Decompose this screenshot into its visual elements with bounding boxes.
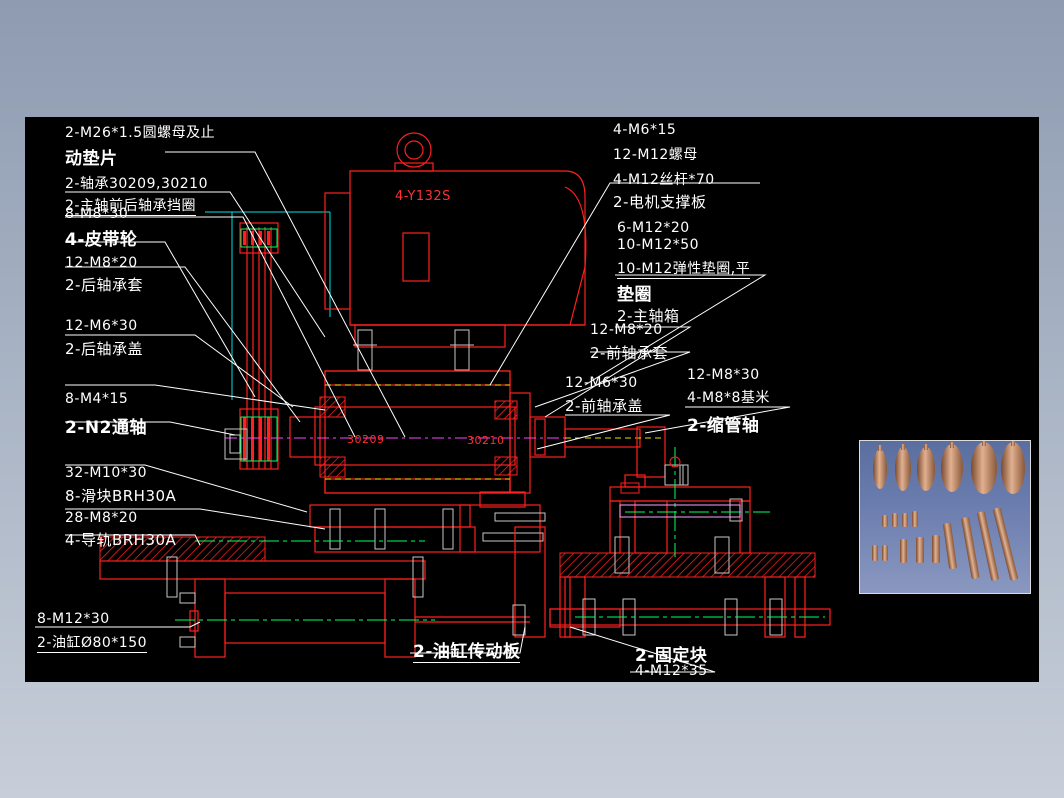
label-fixed-block: 2-固定块 — [635, 646, 708, 666]
label-round-nut: 2-M26*1.5圆螺母及止 — [65, 125, 216, 141]
right-fixture — [549, 426, 831, 638]
bearing-left-label: 30209 — [347, 433, 385, 446]
label-m12-screw: 4-M12丝杆*70 — [613, 172, 715, 188]
label-guide-rail: 4-导轨BRH30A — [65, 531, 177, 549]
label-m12x20: 6-M12*20 — [617, 220, 690, 236]
label-rear-bearing-sleeve: 2-后轴承套 — [65, 276, 143, 294]
motor-model-label: 4-Y132S — [395, 189, 451, 204]
label-motor-support: 2-电机支撑板 — [613, 193, 707, 211]
copper-tubes-image — [872, 441, 1025, 581]
label-m6x30-b: 12-M6*30 — [565, 375, 638, 391]
label-m8x30-b: 12-M8*30 — [687, 367, 760, 383]
label-slider: 8-滑块BRH30A — [65, 487, 177, 505]
label-oil-cylinder: 2-油缸Ø80*150 — [37, 632, 148, 653]
bearing-right-label: 30210 — [467, 434, 505, 447]
label-m6x30-a: 12-M6*30 — [65, 318, 138, 334]
label-pulley: 4-皮带轮 — [65, 230, 138, 250]
carriage — [309, 491, 541, 553]
label-m8x20-a: 12-M8*20 — [65, 255, 138, 271]
label-m8x20-c: 12-M8*20 — [590, 322, 663, 338]
label-through-shaft: 2-N2通轴 — [65, 418, 147, 438]
label-m8x8: 4-M8*8基米 — [687, 390, 770, 406]
label-m12x50: 10-M12*50 — [617, 237, 700, 253]
label-bearing-retainer: 2-主轴前后轴承挡圈 — [65, 195, 196, 216]
label-m12x35: 4-M12*35 — [635, 663, 708, 679]
label-bearings: 2-轴承30209,30210 — [65, 176, 208, 192]
label-washer: 垫圈 — [617, 285, 652, 305]
label-m8x20-b: 28-M8*20 — [65, 510, 138, 526]
label-rear-bearing-cover: 2-后轴承盖 — [65, 340, 143, 358]
label-m12x30: 8-M12*30 — [37, 611, 110, 627]
label-spring-washer: 10-M12弹性垫圈,平 — [617, 258, 751, 279]
label-spindle-box: 2-主轴箱 — [617, 307, 680, 325]
label-m10x30: 32-M10*30 — [65, 465, 148, 481]
label-m12-nut: 12-M12螺母 — [613, 147, 698, 163]
label-front-bearing-cover: 2-前轴承盖 — [565, 397, 643, 415]
product-photo — [859, 440, 1031, 594]
motor — [324, 132, 587, 348]
label-lock-washer: 动垫片 — [65, 149, 118, 169]
machine-drawing — [35, 132, 831, 673]
label-m6x15: 4-M6*15 — [613, 122, 677, 138]
cad-drawing-canvas: 4-Y132S 30209 30210 2-M26*1.5圆螺母及止 动垫片 2… — [25, 117, 1039, 682]
label-m8x30-a: 8-M8*30 — [65, 206, 129, 222]
label-front-bearing-sleeve: 2-前轴承套 — [590, 344, 668, 362]
label-m4x15: 8-M4*15 — [65, 391, 129, 407]
label-shrink-shaft: 2-缩管轴 — [687, 416, 760, 436]
leader-lines — [35, 151, 791, 673]
label-cylinder-drive-plate: 2-油缸传动板 — [413, 637, 521, 663]
